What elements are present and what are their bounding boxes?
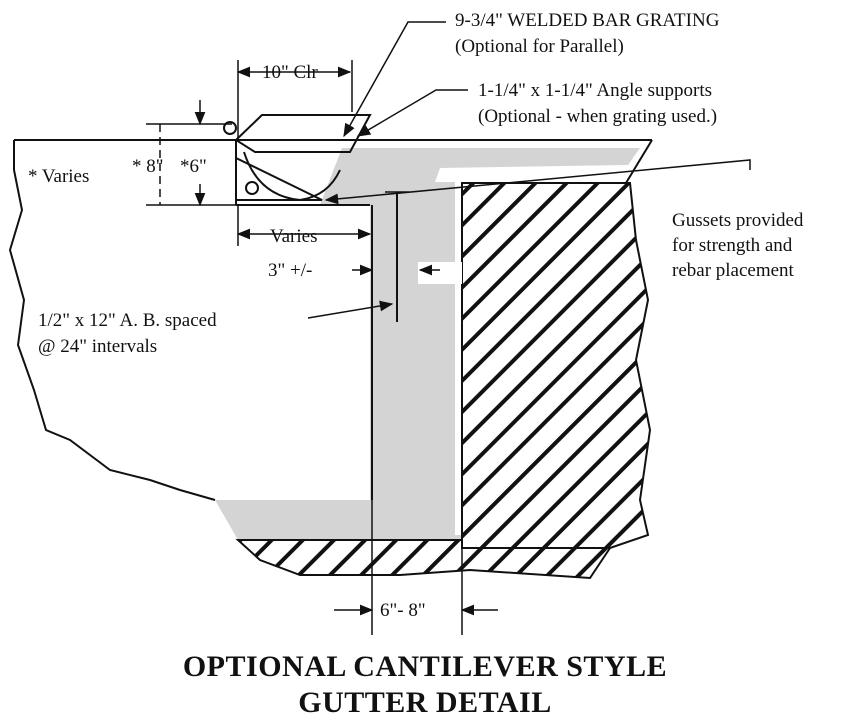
right-slope <box>625 139 653 184</box>
pipe-top <box>223 121 237 135</box>
clear-width-label: 10" Clr <box>262 62 318 83</box>
pipe-bottom <box>245 181 259 195</box>
concrete-base <box>215 500 462 540</box>
gusset <box>418 262 462 284</box>
hatched-earth-right <box>461 182 652 549</box>
wall-dim-label: 6"- 8" <box>380 600 426 621</box>
grating-label-1: 9-3/4" WELDED BAR GRATING <box>455 10 720 31</box>
anchor-label-1: 1/2" x 12" A. B. spaced <box>38 310 217 331</box>
gusset-leader <box>324 159 751 205</box>
angle-leader <box>356 89 468 137</box>
grating-label-2: (Optional for Parallel) <box>455 36 624 57</box>
varies-bottom-label: Varies <box>270 226 317 247</box>
dim-6-label: *6" <box>180 156 207 177</box>
grating <box>234 114 372 153</box>
grating-leader <box>343 21 446 138</box>
left-break-line <box>8 140 216 501</box>
varies-left-label: * Varies <box>28 166 89 187</box>
offset-label: 3" +/- <box>268 260 312 281</box>
title-line-2: GUTTER DETAIL <box>298 686 552 719</box>
angle-label-2: (Optional - when grating used.) <box>478 106 717 127</box>
concrete-section <box>320 148 640 535</box>
anchor-leader <box>307 300 394 319</box>
anchor-label-2: @ 24" intervals <box>38 336 157 357</box>
title-line-1: OPTIONAL CANTILEVER STYLE <box>183 650 667 683</box>
gussets-label-2: for strength and <box>672 235 793 256</box>
dim-8-label: * 8" <box>132 156 164 177</box>
gussets-label-1: Gussets provided <box>672 210 804 231</box>
angle-label-1: 1-1/4" x 1-1/4" Angle supports <box>478 80 712 101</box>
gussets-label-3: rebar placement <box>672 260 795 281</box>
